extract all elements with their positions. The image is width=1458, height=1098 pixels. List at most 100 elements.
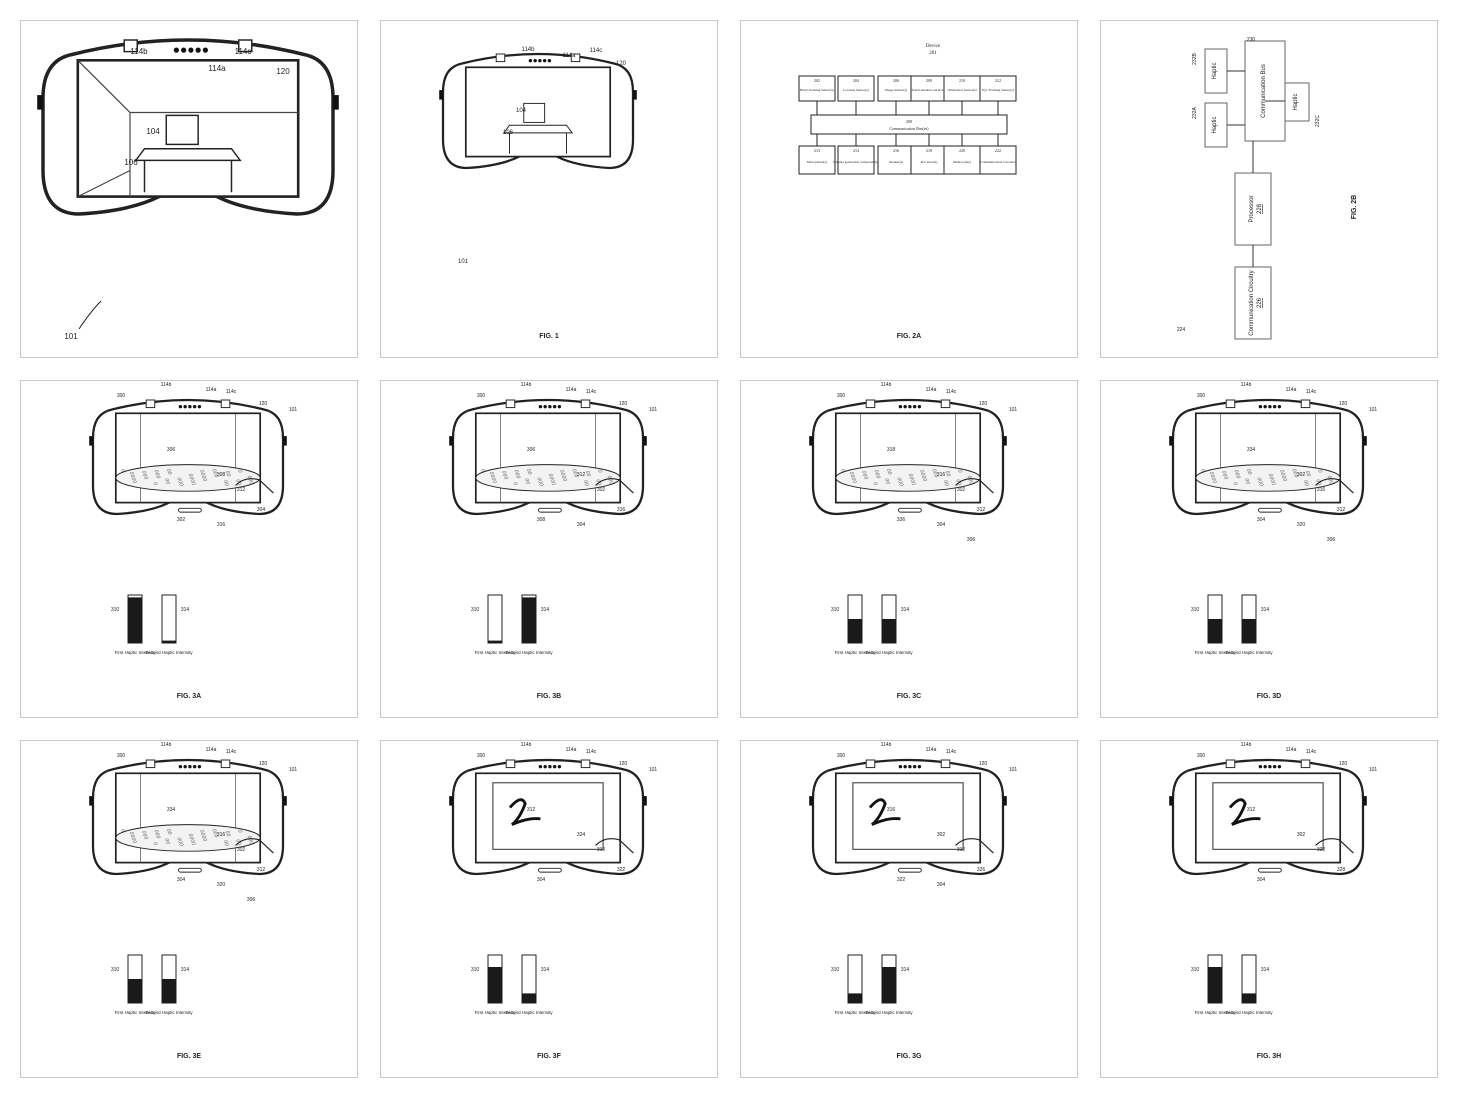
texture-dot [1223,473,1228,477]
ref-label: 114c [226,389,237,395]
ref-label: 316 [887,807,896,813]
camera-114c [570,53,581,63]
box-ref: 210 [959,78,965,83]
first-haptic-label: First Haptic Intensity [115,1010,157,1015]
ref-label: 300 [117,753,126,759]
ref-label: 114b [522,47,536,53]
texture-dot [1209,471,1215,475]
ref-label: 114a [563,53,577,59]
ref-label: 310 [1191,967,1200,973]
texture-dot [884,478,890,481]
texture-dot [886,469,892,472]
ref-label: 300 [117,393,126,399]
sensor-box [877,75,915,102]
headset-button [1003,796,1007,806]
ref-label: 120 [259,401,268,407]
second-haptic-label: Second Haptic Intensity [145,650,193,655]
sensor-dot-114a [552,404,557,409]
sensor-dot-114a [1258,404,1263,409]
ref-label: 114a [926,387,937,393]
texture-dot [1201,469,1206,472]
ref-label: 322 [1317,847,1326,853]
first-haptic-intensity-fill [488,640,502,643]
ref-label: 316 [937,472,946,478]
ref-label: 114a [206,387,217,393]
ref-label: 318 [887,447,896,453]
texture-dot [876,475,881,479]
second-haptic-label: Second Haptic Intensity [865,650,913,655]
texture-dot [561,472,566,476]
texture-dot [1269,476,1274,480]
ref-label: 312 [1337,507,1346,513]
texture-dot [1329,481,1334,484]
sensor-dot-114a [183,404,187,409]
ref-label: 114b [161,742,172,748]
sensor-dot-114a [197,404,202,409]
texture-dot [1246,469,1252,472]
texture-dot [898,480,903,483]
first-haptic-label: First Haptic Intensity [475,650,517,655]
sensor-dot-114a [908,764,912,769]
texture-dot [502,471,507,474]
texture-dot [144,476,149,480]
ref-label: 300 [477,393,486,399]
texture-dot [236,479,241,482]
texture-dot [932,469,937,472]
ref-label: 114c [1306,749,1317,755]
sensor-dot-114a [547,58,552,63]
table-surface-306 [1195,464,1341,492]
texture-dot [212,469,217,472]
second-haptic-intensity-fill [162,979,176,1003]
hand-302 [1315,478,1354,494]
ref-label: 114b [881,742,892,748]
texture-dot [537,477,542,481]
ref-label: 324 [577,832,586,838]
texture-dot [849,471,855,475]
texture-dot [851,477,856,481]
texture-dot [921,472,926,476]
texture-dot [516,475,521,479]
box-name: Display generation component(s) [833,160,878,164]
texture-dot [1293,471,1298,475]
ref-label: 114b [1241,382,1252,388]
first-haptic-intensity-fill [488,967,502,1003]
texture-dot [609,481,614,484]
texture-dot [200,470,205,473]
texture-dot [969,481,974,484]
ref-label: 306 [167,447,176,453]
headset-frame [451,758,645,876]
texture-dot [225,471,231,474]
headset-frame [91,398,285,516]
sensor-dot-114a [543,764,547,769]
first-haptic-label: First Haptic Intensity [1195,1010,1237,1015]
texture-dot [143,833,148,837]
ref-label: 300 [837,753,846,759]
figure-caption: FIG. 3B [537,693,562,700]
headset-button [89,436,93,446]
box-name: Orientation Sensor(s) [947,88,976,92]
texture-dot [191,482,196,485]
ref-label: 334 [167,807,176,813]
ref-label: 302 [1297,832,1306,838]
texture-dot [1280,470,1285,473]
texture-dot [1259,483,1264,486]
texture-dot [539,483,544,486]
texture-dot [190,839,195,842]
texture-dot [131,837,136,841]
texture-dot [1292,469,1297,472]
texture-dot [190,479,195,482]
texture-dot [596,479,601,482]
bus-name: Communication Bus(es) [890,126,930,131]
texture-dot [1244,478,1250,481]
texture-dot [202,475,207,479]
texture-dot [864,476,869,480]
processor-228-text: Processor [1249,195,1255,222]
texture-dot [142,831,147,834]
box-104 [523,102,546,123]
texture-dot [945,471,951,474]
texture-dot [213,831,218,835]
